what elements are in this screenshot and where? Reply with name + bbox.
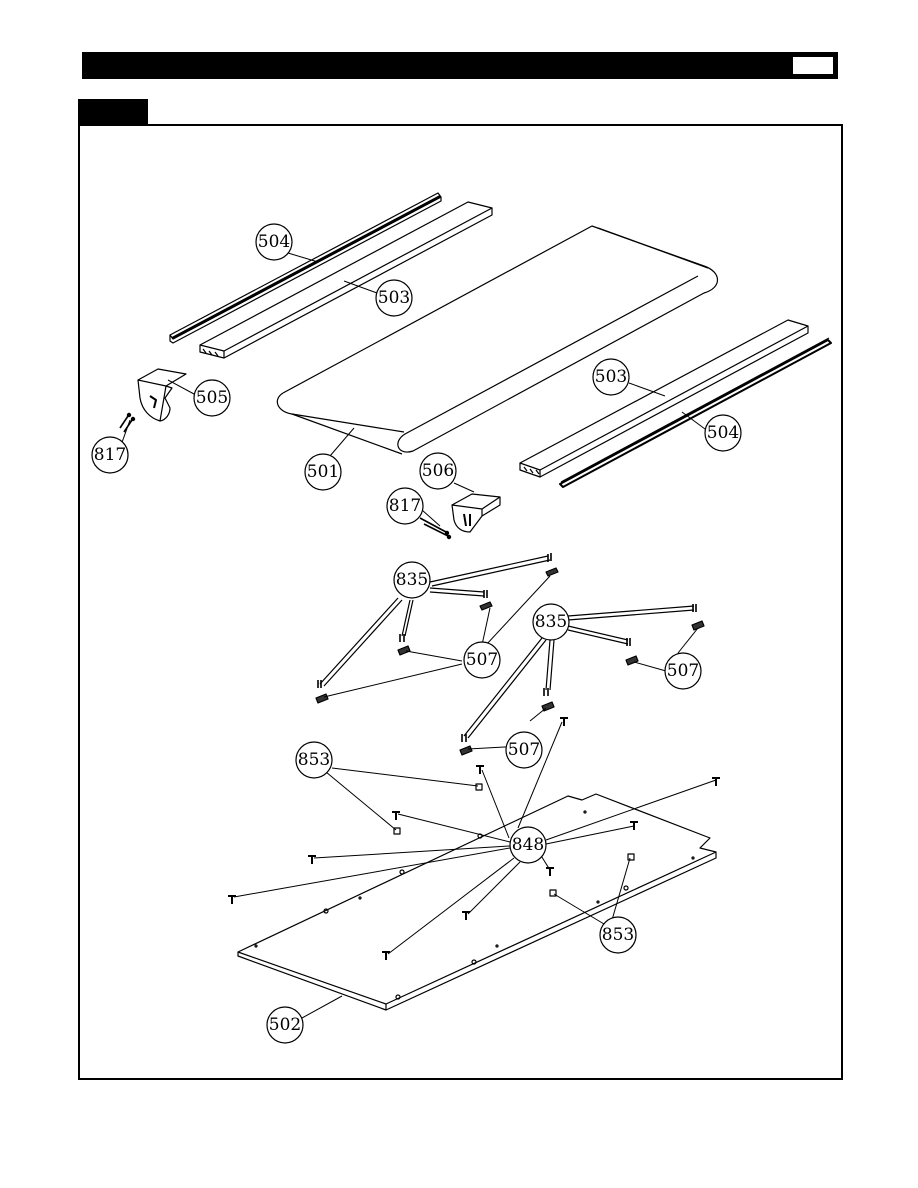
part-503-cover-lower — [519, 319, 809, 478]
section-tab — [78, 99, 148, 125]
part-835-strips-right — [461, 604, 697, 742]
callout-853-right: 853 — [602, 925, 634, 945]
part-503-cover-upper — [199, 201, 493, 359]
callout-503-upper: 503 — [378, 288, 410, 308]
callout-505: 505 — [196, 388, 228, 408]
callout-817-left: 817 — [94, 445, 126, 465]
diagram-frame — [78, 124, 843, 1080]
callout-507-lower: 507 — [508, 740, 540, 760]
callout-835-left: 835 — [396, 570, 428, 590]
callout-507-center: 507 — [466, 650, 498, 670]
part-504-rail-upper — [169, 192, 442, 344]
callout-504-lower: 504 — [707, 423, 739, 443]
part-504-rail-lower — [559, 337, 832, 488]
part-817-bolts-left — [119, 412, 136, 433]
callout-848: 848 — [512, 835, 544, 855]
callout-506: 506 — [422, 461, 454, 481]
page-number-box — [792, 56, 834, 75]
part-505-endcap — [137, 368, 187, 422]
part-835-strips-left — [317, 553, 552, 688]
callout-817-right: 817 — [389, 496, 421, 516]
callout-502: 502 — [269, 1015, 301, 1035]
part-507-blocks — [315, 567, 705, 756]
part-848-screws — [228, 717, 720, 960]
callout-835-right: 835 — [535, 612, 567, 632]
callout-853-left: 853 — [298, 750, 330, 770]
part-853-pins — [393, 783, 635, 897]
part-502-base-plate — [237, 793, 717, 1011]
callout-507-right: 507 — [667, 661, 699, 681]
callout-501: 501 — [307, 462, 339, 482]
leader-lines — [119, 252, 717, 1019]
part-506-endcap — [451, 493, 501, 533]
callout-503-lower: 503 — [595, 367, 627, 387]
callout-circles — [91, 223, 742, 1044]
page-header-bar — [82, 52, 838, 79]
callout-labels: 504 503 505 817 501 506 817 503 504 835 … — [94, 232, 739, 1035]
part-817-bolts-right — [419, 517, 452, 540]
callout-504-upper: 504 — [258, 232, 290, 252]
part-501-deck — [276, 225, 719, 455]
